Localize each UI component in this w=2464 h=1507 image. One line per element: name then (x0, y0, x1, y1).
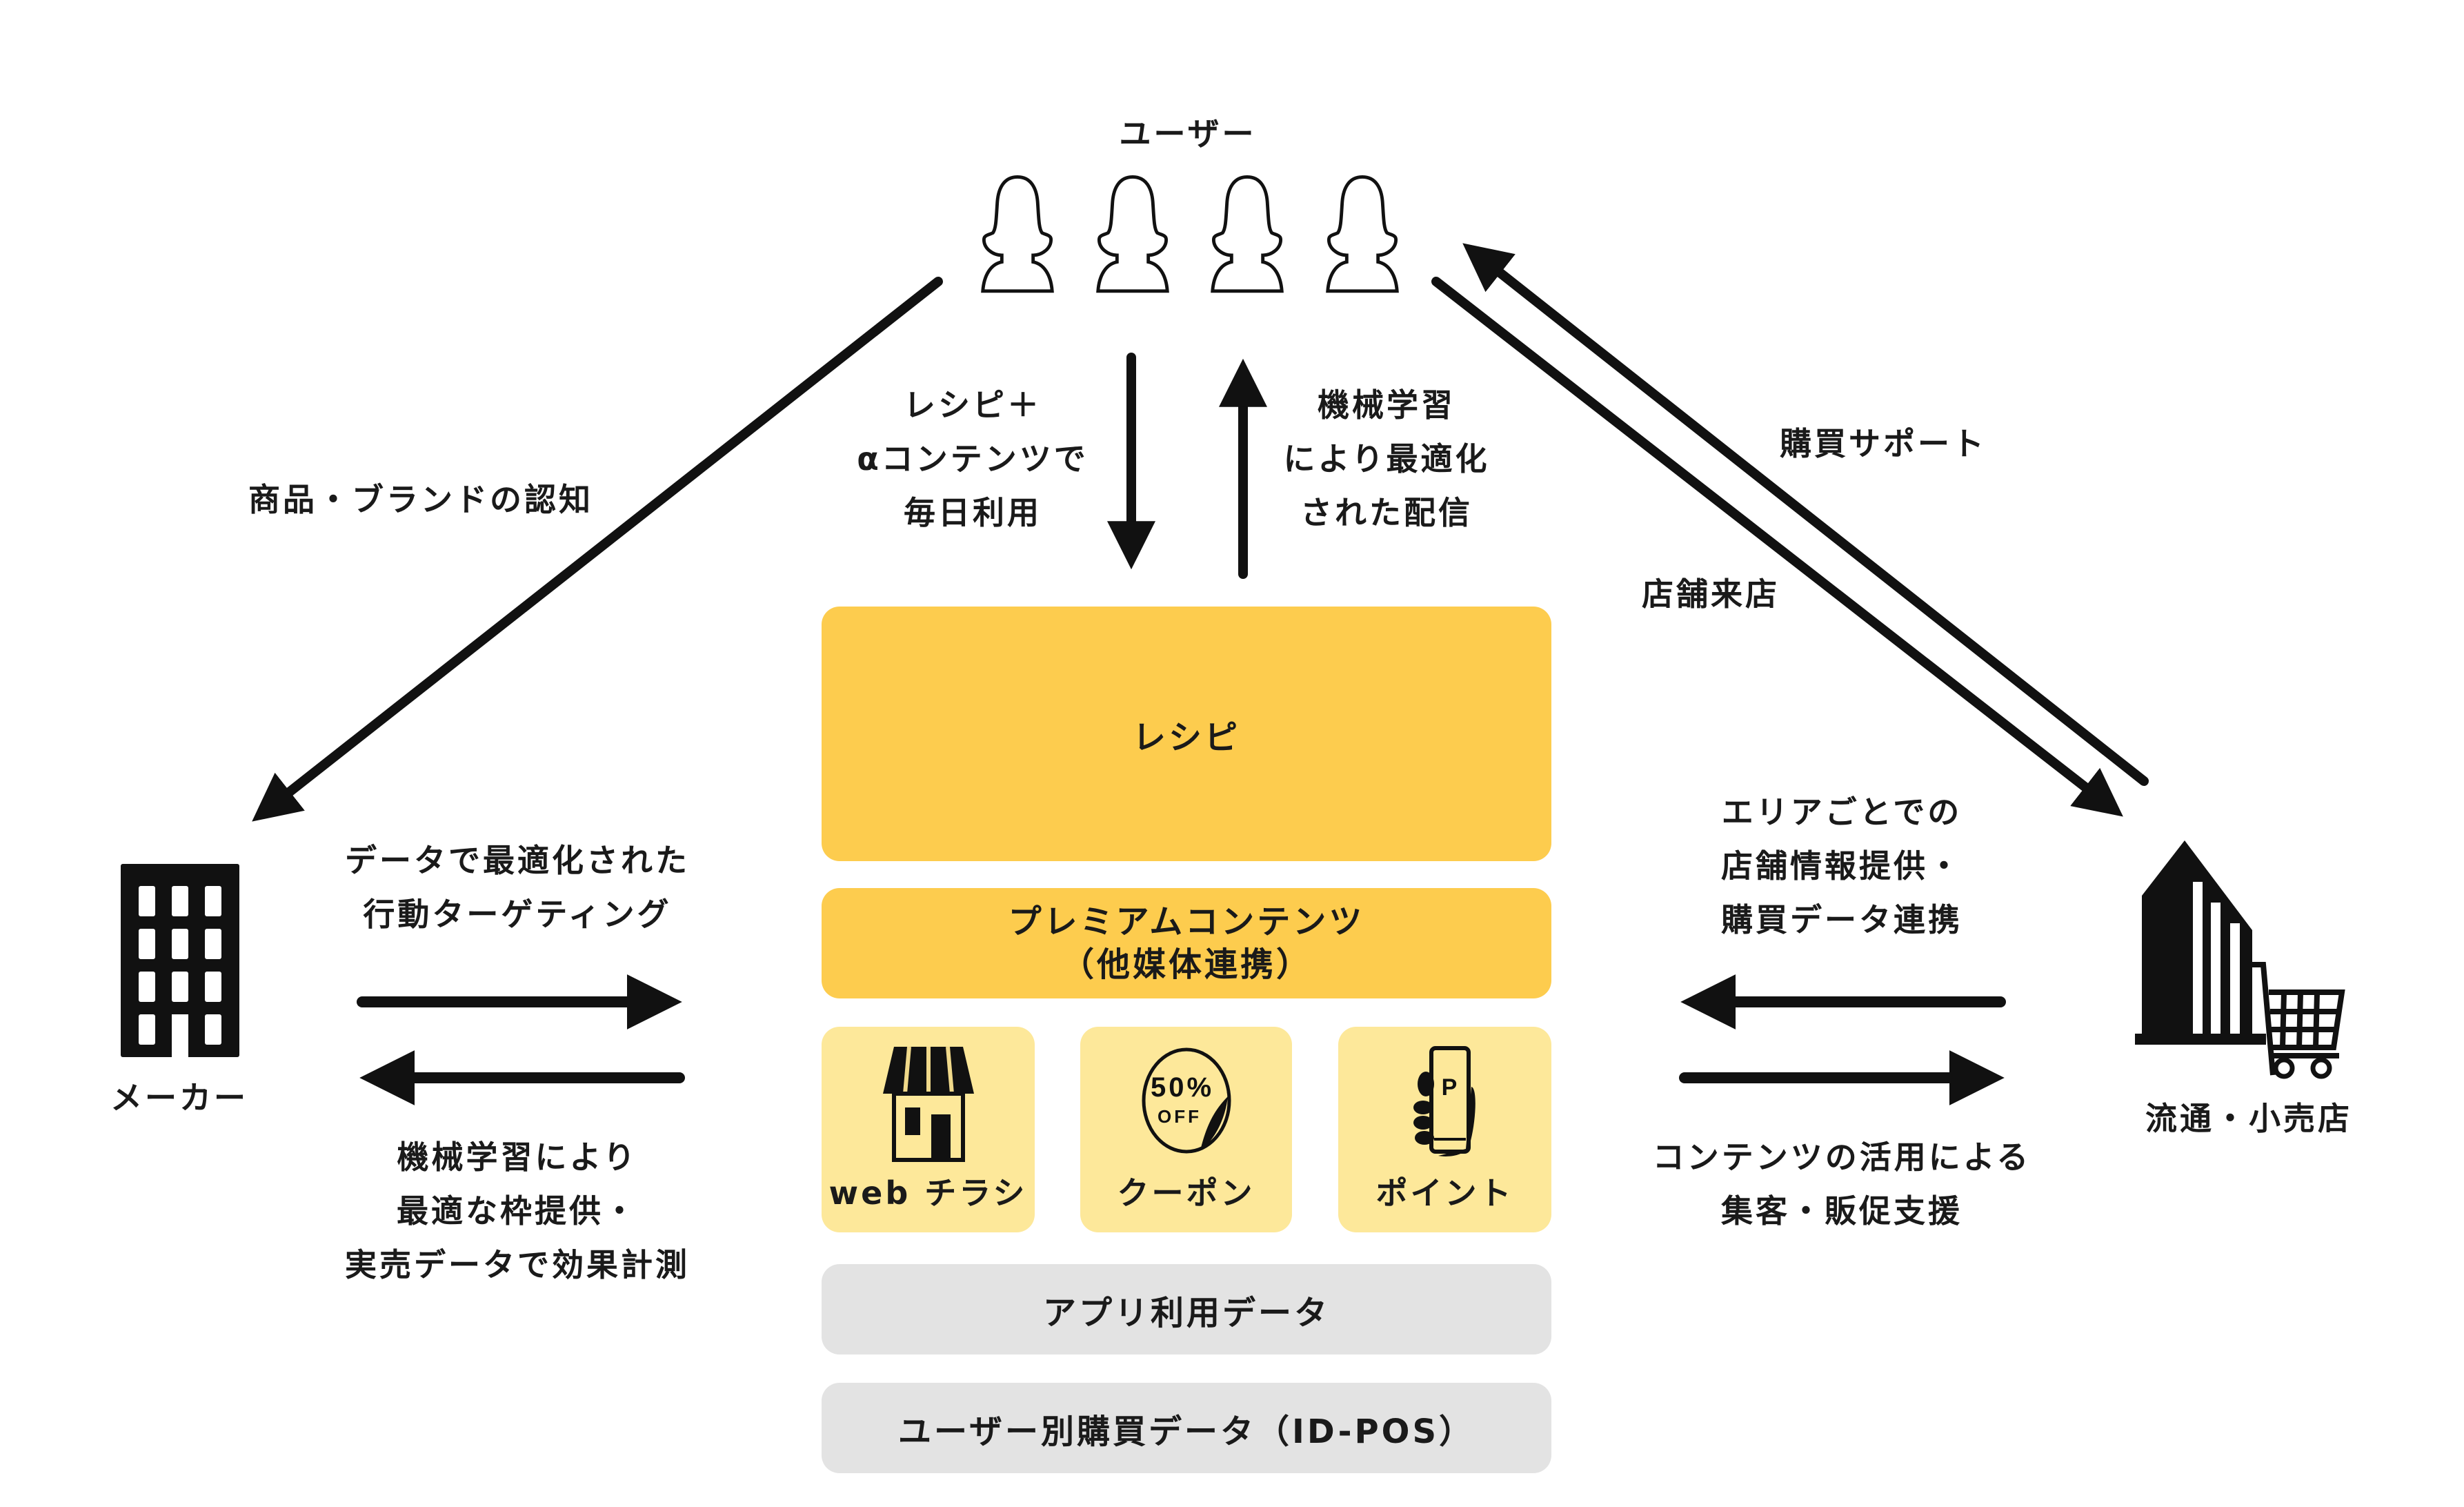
users-label: ユーザー (1119, 115, 1257, 152)
person-icon (981, 175, 1054, 293)
person-icon (1211, 175, 1284, 293)
edge-label-behavior-targeting: データで最適化された 行動ターゲティング (345, 842, 690, 933)
edge-label-brand-awareness: 商品・ブランドの認知 (248, 481, 593, 518)
id-pos-data-box: ユーザー別購買データ（ID-POS） (822, 1383, 1551, 1473)
svg-text:50%: 50% (1150, 1072, 1213, 1103)
maker-label: メーカー (110, 1079, 248, 1116)
tile-points: P ポイント (1338, 1027, 1551, 1232)
edge-label-promotion-support: コンテンツの活用による 集客・販促支援 (1652, 1139, 2031, 1230)
retailer-node (2135, 840, 2369, 1085)
smartphone-points-icon: P (1413, 1046, 1476, 1156)
office-building-icon (121, 864, 239, 1057)
edge-label-store-info-data: エリアごとでの 店舗情報提供・ 購買データ連携 (1721, 794, 1963, 938)
users-group (973, 173, 1407, 297)
arrow-users-to-maker (252, 277, 943, 822)
retailer-label: 流通・小売店 (2145, 1100, 2352, 1137)
app-usage-data-box: アプリ利用データ (822, 1264, 1551, 1355)
edge-label-daily-use: レシピ＋ αコンテンツで 毎日利用 (857, 386, 1089, 531)
tile-coupon: 50% OFF クーポン (1080, 1027, 1292, 1232)
arrow-users-to-retailer (1431, 277, 2123, 817)
edge-label-purchase-support: 購買サポート (1780, 425, 1987, 462)
svg-text:P: P (1441, 1074, 1460, 1101)
edge-label-store-visit: 店舗来店 (1642, 575, 1780, 613)
recipe-box: レシピ (822, 607, 1551, 861)
edge-label-optimized-delivery: 機械学習 により最適化 された配信 (1283, 386, 1490, 531)
arrow-retailer-to-users (1462, 243, 2149, 786)
person-icon (1095, 175, 1169, 293)
coupon-50-off-icon: 50% OFF (1142, 1047, 1231, 1154)
edge-label-ml-slot-measurement: 機械学習により 最適な枠提供・ 実売データで効果計測 (345, 1139, 690, 1283)
premium-content-box: プレミアムコンテンツ （他媒体連携） (822, 888, 1551, 998)
person-icon (1326, 175, 1399, 293)
storefront-icon (882, 1046, 974, 1162)
store-with-cart-icon (2135, 840, 2345, 1079)
tile-web-flyer: web チラシ (822, 1027, 1035, 1232)
svg-text:OFF: OFF (1158, 1106, 1202, 1127)
maker-node (121, 864, 239, 1060)
